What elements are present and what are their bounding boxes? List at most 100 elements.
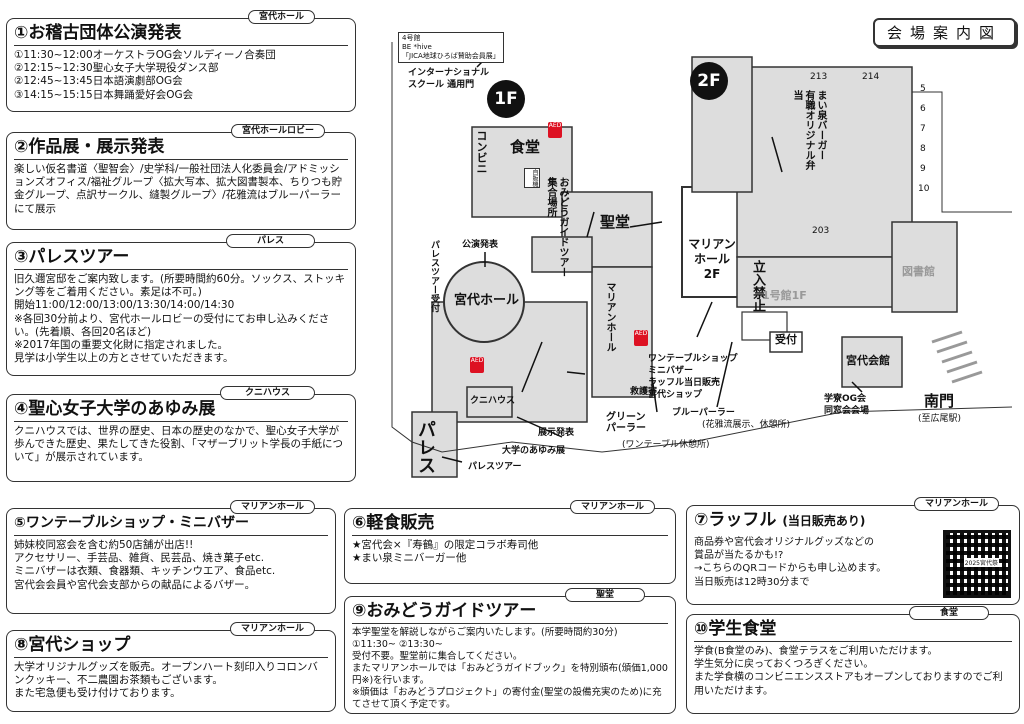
miyashiro-hall-label: 宮代ホール xyxy=(454,293,520,308)
program-box-2: 宮代ホールロビー ②作品展・展示発表 楽しい仮名書道〈聖智会〉/史学科/一般社団… xyxy=(6,124,356,230)
line: 受付不要。聖堂前に集合してください。 xyxy=(352,651,523,662)
program-box-10: 食堂 ⑩学生食堂 学食(B食堂のみ)、食堂テラスをご利用いただけます。 学生気分… xyxy=(686,606,1020,714)
uketsuke-label: 受付 xyxy=(775,333,797,346)
box-title: ⑥軽食販売 xyxy=(352,513,668,536)
line: ③14:15~15:15日本舞踊愛好会OG会 xyxy=(14,88,194,101)
aed-icon: AED xyxy=(634,330,648,346)
line: 旧久邇宮邸をご案内致します。(所要時間約60分。ソックス、ストッキング等をご着用… xyxy=(14,273,346,299)
line: 見学は小学生以上の方とさせていただきます。 xyxy=(14,352,234,365)
raffle-label: ラッフル当日販売 xyxy=(648,378,721,388)
mini-bazaar-label: ミニバザー xyxy=(648,366,694,376)
gakuryo-label: 学寮OG会 xyxy=(824,394,867,404)
line: ②12:45~13:45日本語演劇部OG会 xyxy=(14,75,183,88)
line: ①11:30~ ②13:30~ xyxy=(352,639,443,650)
line: ミニバザーは衣類、食器類、キッチンウエア、食品etc. xyxy=(14,565,276,578)
box-body: 旧久邇宮邸をご案内致します。(所要時間約60分。ソックス、ストッキング等をご着用… xyxy=(14,273,348,365)
program-box-7: マリアンホール ⑦ラッフル (当日販売あり) 商品券や宮代会オリジナルグッズなど… xyxy=(686,497,1020,605)
library-label: 図書館 xyxy=(902,265,935,278)
room-num-label: 8 xyxy=(920,144,926,154)
box-title: ③パレスツアー xyxy=(14,247,348,270)
room-num-label: 5 xyxy=(920,84,926,94)
box-body: 楽しい仮名書道〈聖智会〉/史学科/一般社団法人化委員会/アドミッションズオフィス… xyxy=(14,163,343,215)
room-203-label: 203 xyxy=(812,226,830,236)
box-body: ★宮代会×『寿鶴』の限定コラボ寿司他 ★まい泉ミニバーガー他 xyxy=(352,539,668,565)
room-num-label: 7 xyxy=(920,124,926,134)
box-title: ⑨おみどうガイドツアー xyxy=(352,601,668,624)
line: アクセサリー、手芸品、雑貨、民芸品、焼き菓子etc. xyxy=(14,552,265,565)
box-title: ⑦ラッフル (当日販売あり) xyxy=(694,510,934,533)
line: 学生気分に戻っておくつろぎください。 xyxy=(694,659,874,671)
intl-school-label: インターナショナル xyxy=(408,68,490,78)
line: 本学聖堂を解説しながらご案内いたします。(所要時間約30分) xyxy=(352,627,618,638)
floor-2f-badge: 2F xyxy=(690,62,728,100)
program-box-8: マリアンホール ⑧宮代ショップ 大学オリジナルグッズを販売。オープンハート刻印入… xyxy=(6,622,336,712)
aed-icon: AED xyxy=(548,122,562,138)
line: またマリアンホールでは「おみどうガイドブック」を特別頒布(頒価1,000円※)を… xyxy=(352,663,668,686)
bldg1-1f-label: 1号館1F xyxy=(762,289,807,302)
line: 姉妹校同窓会を含む約50店舗が出店!! xyxy=(14,539,194,551)
palace-label: パレス xyxy=(415,420,436,474)
venue-tag: 食堂 xyxy=(908,606,989,620)
line: また学食横のコンビニエンスストアもオープンしておりますのでご利用いただけます。 xyxy=(694,672,1003,697)
box-body: 本学聖堂を解説しながらご案内いたします。(所要時間約30分) ①11:30~ ②… xyxy=(352,627,668,711)
venue-tag: マリアンホール xyxy=(913,497,999,511)
line: ★まい泉ミニバーガー他 xyxy=(352,552,467,565)
map-title: 会場案内図 xyxy=(872,18,1016,47)
venue-tag: マリアンホール xyxy=(229,622,315,636)
omido-guide-label: おみどうガイドツアー集合場所 xyxy=(545,177,568,277)
maisen-label: まい泉バーガー 有職オリジナル弁当 xyxy=(791,90,826,170)
venue-map: 会場案内図 1F 2F 4号館 BE *hive 「JICA地球ひろば賛助会員展… xyxy=(372,12,1020,485)
blue-parlor-sub-label: (花雅流展示、休憩所) xyxy=(702,420,791,430)
box-body: 学食(B食堂のみ)、食堂テラスをご利用いただけます。 学生気分に戻っておくつろぎ… xyxy=(694,645,1012,698)
green-parlor-label: グリーン パーラー xyxy=(606,412,646,434)
kuni-house-label: クニハウス xyxy=(470,396,516,406)
box-title: ②作品展・展示発表 xyxy=(14,137,348,160)
box-body: 商品券や宮代会オリジナルグッズなどの 賞品が当たるかも!? →こちらのQRコード… xyxy=(694,536,934,589)
dosokai-label: 同窓会会場 xyxy=(824,406,870,416)
qr-caption: 2025宮代祭 xyxy=(963,558,999,567)
nanmon-label: 南門 xyxy=(924,392,955,410)
aed-icon: AED xyxy=(470,357,484,373)
seido-label: 聖堂 xyxy=(600,213,631,231)
line: 開始11:00/12:00/13:00/13:30/14:00/14:30 xyxy=(14,299,235,312)
box-body: 姉妹校同窓会を含む約50店舗が出店!! アクセサリー、手芸品、雑貨、民芸品、焼き… xyxy=(14,539,328,592)
venue-tag: マリアンホール xyxy=(569,500,655,514)
box-title: ⑤ワンテーブルショップ・ミニバザー xyxy=(14,513,328,536)
program-box-5: マリアンホール ⑤ワンテーブルショップ・ミニバザー 姉妹校同窓会を含む約50店舗… xyxy=(6,500,336,614)
venue-tag: 聖堂 xyxy=(564,588,645,602)
one-table-label: ワンテーブルショップ xyxy=(648,354,738,364)
venue-tag: マリアンホール xyxy=(229,500,315,514)
bldg4-sub2: 「JICA地球ひろば賛助会員展」 xyxy=(402,52,500,60)
line: ※頒価は「おみどうプロジェクト」の寄付金(聖堂の設備充実のため)に充てさせて頂く… xyxy=(352,687,662,710)
line: 当日販売は12時30分まで xyxy=(694,576,810,588)
line: 商品券や宮代会オリジナルグッズなどの xyxy=(694,537,874,548)
marian-hall-label: マリアンホール xyxy=(604,282,615,352)
box-title: ①お稽古団体公演発表 xyxy=(14,23,348,46)
line: ※各回30分前より、宮代ホールロビーの受付にてお申し込みください。(先着順、各回… xyxy=(14,312,330,338)
shokudo-label: 食堂 xyxy=(510,138,541,156)
box-title: ⑧宮代ショップ xyxy=(14,635,328,658)
no-entry-label: 立入禁止 xyxy=(750,260,765,312)
program-box-4: クニハウス ④聖心女子大学のあゆみ展 クニハウスでは、世界の歴史、日本の歴史のな… xyxy=(6,386,356,482)
line: 宮代会会員や宮代会支部からの献品によるバザー。 xyxy=(14,578,256,591)
line: 学食(B食堂のみ)、食堂テラスをご利用いただけます。 xyxy=(694,646,938,657)
venue-tag: パレス xyxy=(225,234,315,248)
bldg4-label: 4号館 BE *hive 「JICA地球ひろば賛助会員展」 xyxy=(398,32,504,63)
venue-tag: 宮代ホールロビー xyxy=(230,124,325,138)
line: ※2017年国の重要文化財に指定されました。 xyxy=(14,339,229,352)
program-box-3: パレス ③パレスツアー 旧久邇宮邸をご案内致します。(所要時間約60分。ソックス… xyxy=(6,234,356,376)
floor-1f-badge: 1F xyxy=(487,80,525,118)
ayumi-label: 大学のあゆみ展 xyxy=(502,446,566,456)
palace-tour-label: パレスツアー xyxy=(468,462,522,472)
intl-school-label-2: スクール 通用門 xyxy=(408,80,475,90)
line: 賞品が当たるかも!? xyxy=(694,550,784,562)
box-body: クニハウスでは、世界の歴史、日本の歴史のなかで、聖心女子大学が歩んできた歴史、果… xyxy=(14,425,343,464)
line: →こちらのQRコードからも申し込めます。 xyxy=(694,563,887,575)
line: ①11:30~12:00オーケストラOG会ソルディーノ合奏団 xyxy=(14,49,276,61)
box-title: ⑩学生食堂 xyxy=(694,619,1012,642)
kyugo-label: 救護室 xyxy=(630,387,658,397)
room-num-label: 10 xyxy=(918,184,930,194)
room-num-label: 9 xyxy=(920,164,926,174)
bldg4-sub1: BE *hive xyxy=(402,43,432,51)
vending-machine-icon: 自販機 xyxy=(524,168,540,188)
